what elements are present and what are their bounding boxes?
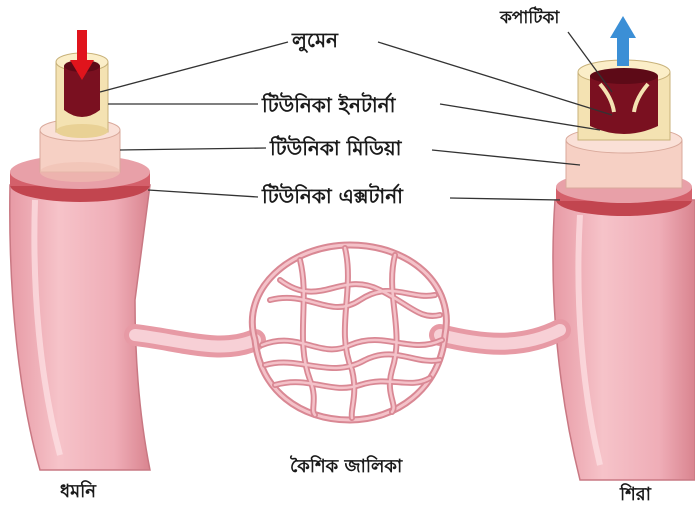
label-tunica-externa: টিউনিকা এক্সটার্না bbox=[262, 186, 403, 206]
leader-media-artery bbox=[120, 148, 266, 150]
label-lumen: লুমেন bbox=[292, 30, 338, 50]
leader-interna-vein bbox=[440, 104, 600, 130]
leader-externa-artery bbox=[148, 190, 258, 197]
artery-vessel bbox=[10, 53, 150, 470]
label-valve: কপাটিকা bbox=[500, 10, 559, 27]
label-artery: ধমনি bbox=[60, 483, 96, 501]
leader-media-vein bbox=[432, 150, 580, 165]
label-capillary-network: কৈশিক জালিকা bbox=[290, 458, 402, 476]
label-vein: শিরা bbox=[620, 486, 651, 504]
label-tunica-media: টিউনিকা মিডিয়া bbox=[270, 138, 401, 158]
leader-lumen-vein bbox=[378, 42, 612, 115]
label-tunica-interna: টিউনিকা ইনটার্না bbox=[262, 95, 395, 115]
leader-lumen-artery bbox=[100, 42, 288, 92]
leader-externa-vein bbox=[450, 198, 560, 200]
vein-vessel bbox=[553, 60, 695, 480]
capillary-network bbox=[135, 245, 560, 420]
blood-outflow-arrow bbox=[610, 16, 636, 66]
